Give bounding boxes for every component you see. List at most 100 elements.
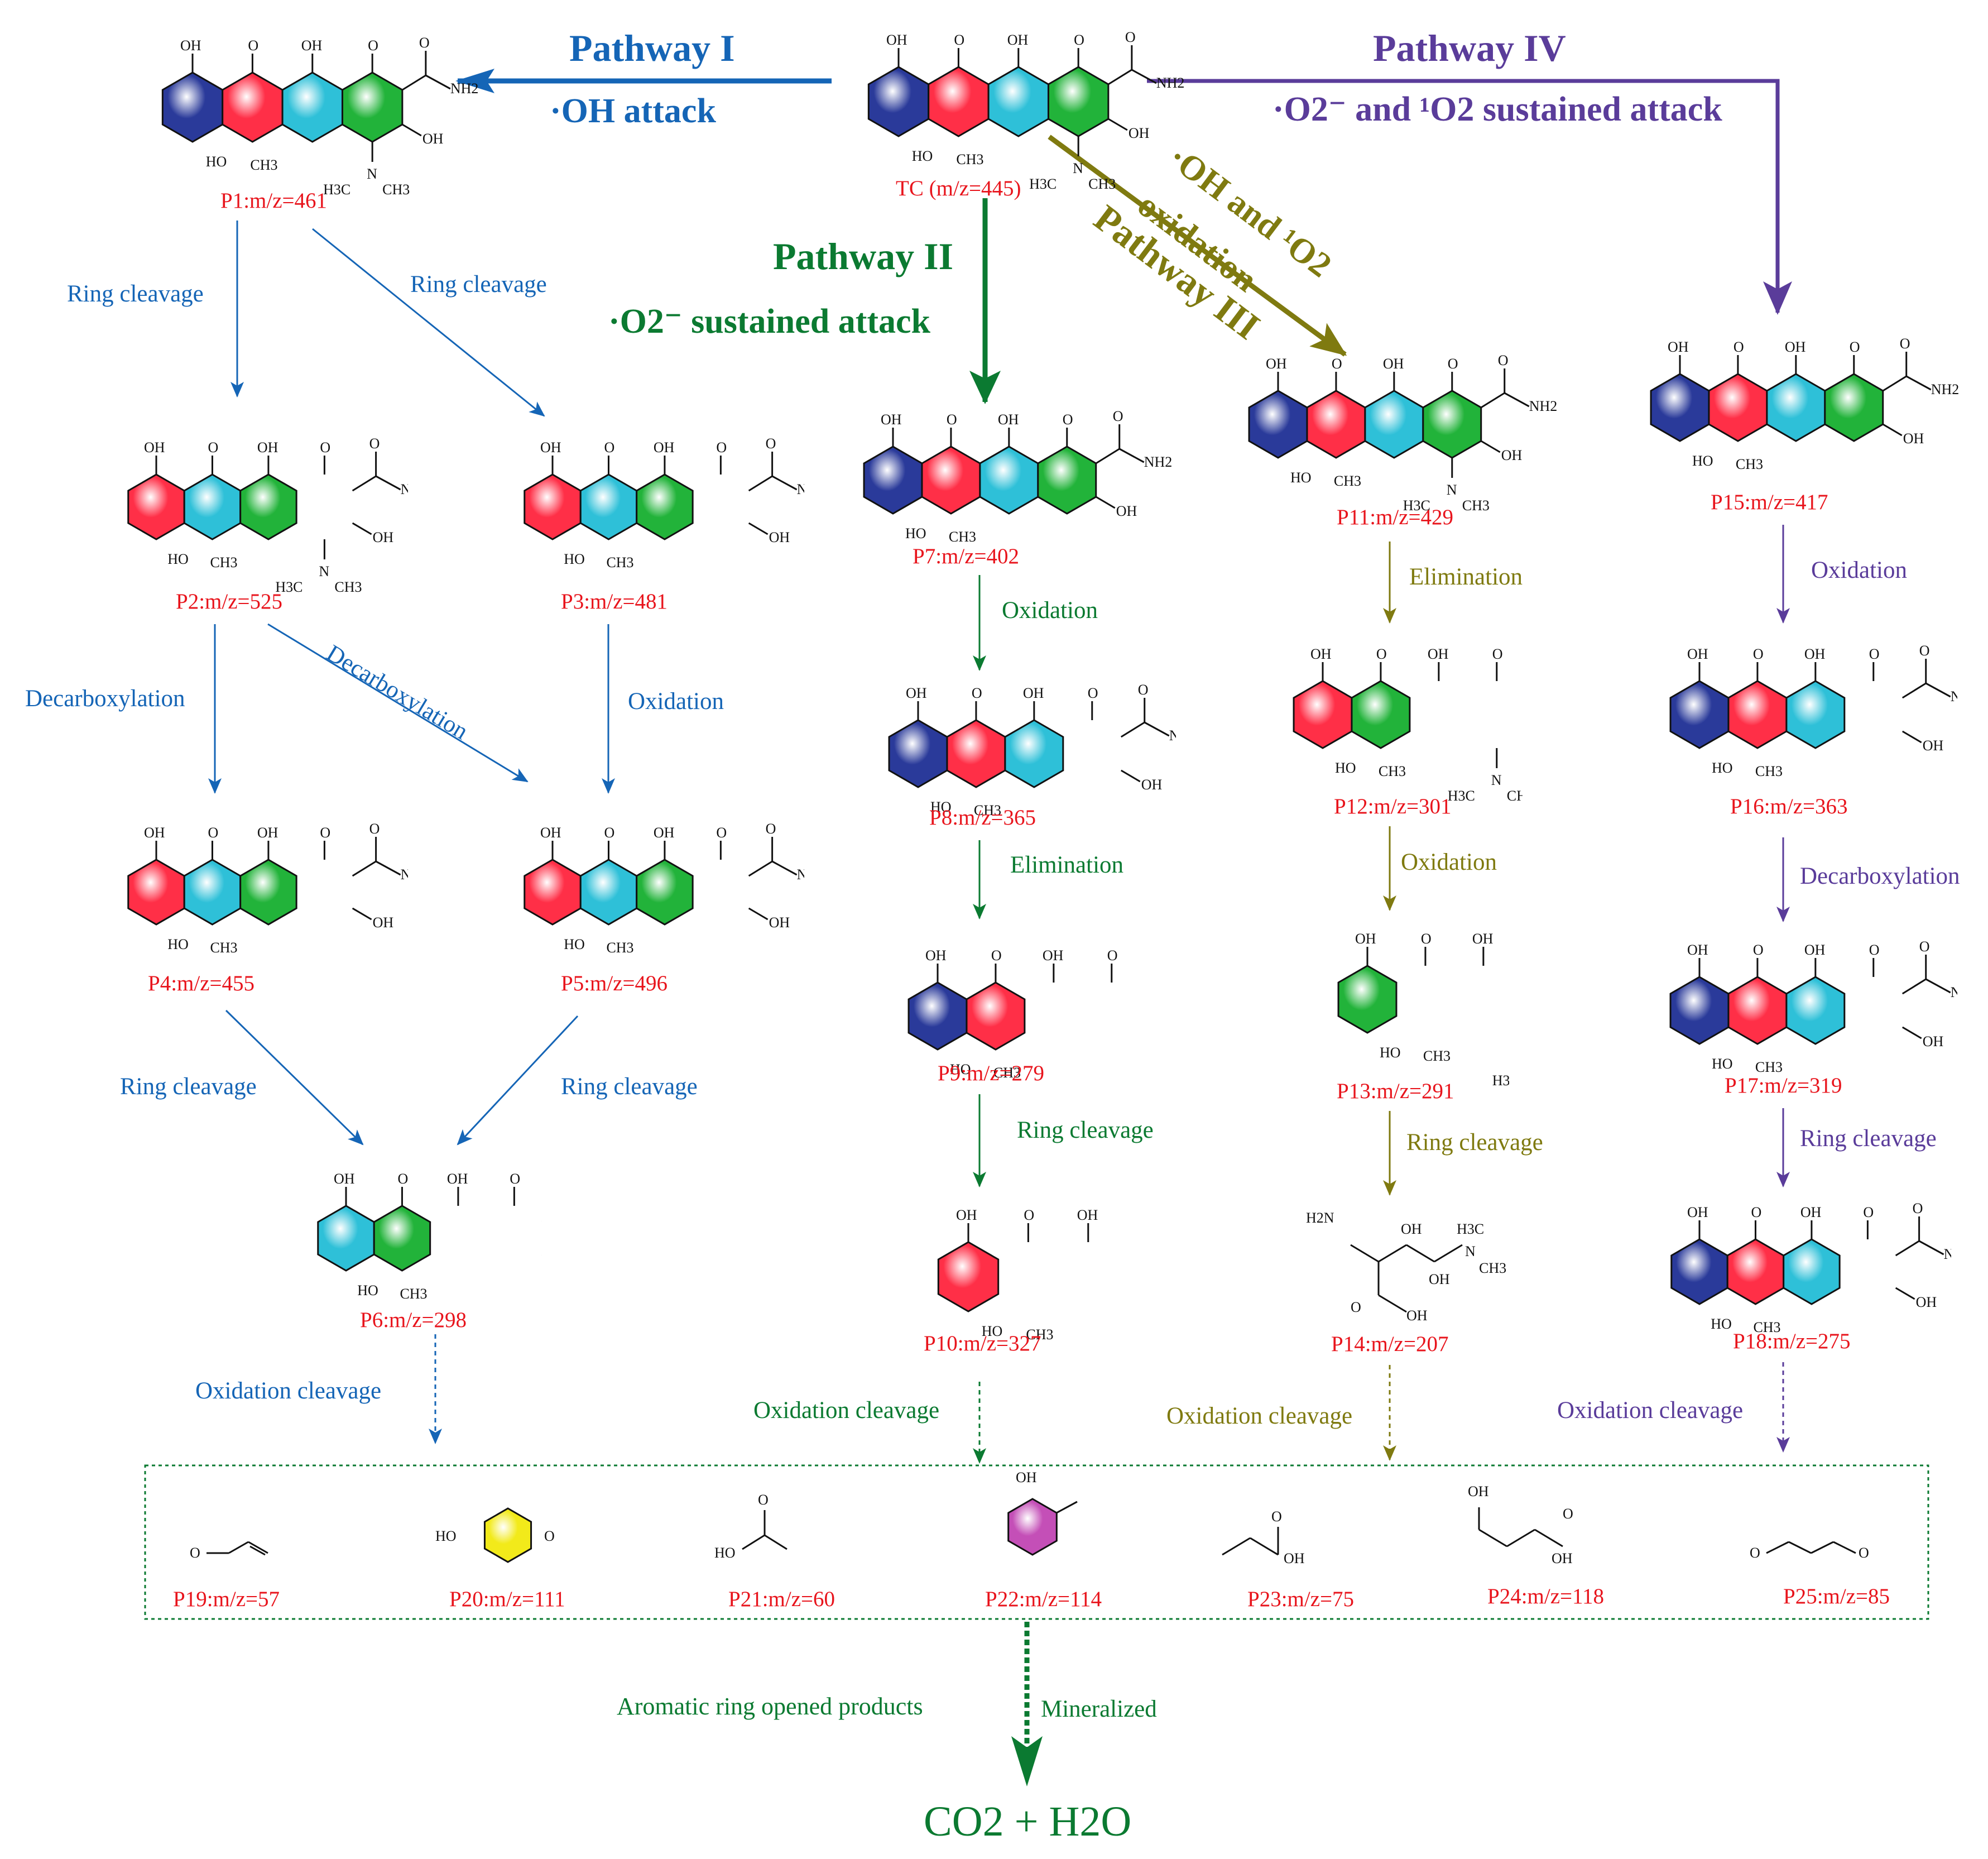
ho-label: HO: [1335, 760, 1356, 776]
amide-bond: [1119, 448, 1145, 463]
amide-nh2-label: NH2: [1931, 381, 1960, 397]
amide-bond: [352, 860, 377, 877]
oh-label: OH: [1472, 931, 1494, 947]
ring-ring_d: [1037, 445, 1097, 515]
oh-label: OH: [301, 37, 323, 54]
oh-label: OH: [906, 685, 927, 701]
label-p6: P6:m/z=298: [360, 1308, 467, 1332]
ho-label: HO: [564, 936, 585, 952]
ring-ring_d: [341, 71, 404, 143]
amide-bond: [1882, 375, 1907, 392]
carbonyl-o-label: O: [1107, 947, 1118, 964]
oh-label: OH: [1804, 646, 1826, 662]
amide-bond: [1480, 392, 1505, 409]
ch3-label: CH3: [1755, 763, 1783, 779]
carbonyl-o-label: O: [1024, 1207, 1034, 1223]
amide-bond: [1108, 69, 1132, 85]
label-tc: TC (m/z=445): [896, 176, 1021, 200]
oh-bond: [402, 123, 422, 137]
carbonyl-o-label: O: [248, 37, 258, 54]
label-p15: P15:m/z=417: [1711, 490, 1828, 514]
label-p16: P16:m/z=363: [1730, 794, 1848, 818]
amide-bond: [771, 475, 798, 491]
carbonyl-o-label: O: [208, 825, 218, 841]
n-label: N: [1447, 482, 1457, 498]
amide-nh2-label: NH2: [1529, 398, 1558, 414]
amide-bond: [1895, 1240, 1920, 1257]
h3c-label: H3C: [1448, 788, 1475, 804]
ring-ring_b: [127, 473, 185, 540]
oh-label: OH: [447, 1171, 468, 1187]
molecule-p21: HOO: [714, 1492, 787, 1561]
o-label: O: [1563, 1506, 1573, 1522]
ring-ring_d: [1824, 373, 1884, 442]
oh-label: OH: [1687, 1204, 1708, 1220]
ho-label: HO: [357, 1282, 378, 1299]
ch3-label: CH3: [1479, 1260, 1506, 1276]
ch3-label: CH3: [993, 1065, 1021, 1081]
amide-nh2-label: NH2: [797, 866, 805, 883]
ring-opened-label: Aromatic ring opened products: [617, 1693, 923, 1720]
carbonyl-o-label: O: [1088, 685, 1098, 701]
carbonyl-o-label: O: [1869, 646, 1880, 662]
ring-ring_c: [1783, 1238, 1841, 1305]
n-label: N: [1465, 1243, 1476, 1259]
oh-bond: [1108, 118, 1128, 131]
amide-bond: [1918, 1240, 1944, 1256]
carbonyl-o-label: O: [1863, 1204, 1874, 1220]
ho-label: HO: [167, 936, 189, 952]
oh-bond: [1882, 423, 1903, 437]
label-p10: P10:m/z=327: [924, 1331, 1041, 1355]
ring-ring_d: [1422, 390, 1482, 459]
ring-ring_b: [946, 719, 1006, 788]
label-p7: P7:m/z=402: [913, 544, 1020, 568]
ring-ring_c: [183, 473, 242, 540]
amide-o-label: O: [766, 821, 776, 837]
o-label: O: [1351, 1299, 1361, 1315]
amide-bond: [1144, 721, 1170, 737]
oh-label: OH: [925, 947, 947, 964]
arrow-p4-p6: [225, 1009, 364, 1146]
ring-ring_c: [579, 473, 638, 540]
label-p24: P24:m/z=118: [1487, 1584, 1605, 1608]
bond: [764, 1534, 787, 1550]
amide-bond: [1131, 69, 1157, 84]
carbonyl-o-label: O: [716, 825, 727, 841]
ch3-label: CH3: [949, 529, 976, 545]
bond: [1478, 1529, 1507, 1547]
ring-ring_c: [317, 1205, 375, 1272]
amide-o-label: O: [369, 435, 380, 452]
label-p13: P13:m/z=291: [1337, 1079, 1454, 1103]
ho-label: HO: [1712, 760, 1733, 776]
oh-label: OH: [881, 411, 902, 428]
oh-label: OH: [144, 439, 165, 456]
bond: [1056, 1501, 1078, 1514]
amide-o-label: O: [1113, 408, 1123, 424]
amide-nh2-label: NH2: [450, 80, 479, 97]
ring-ring_a: [1669, 680, 1730, 749]
oh-label: OH: [1468, 1483, 1489, 1499]
ring-ring_b: [937, 1241, 1000, 1312]
oh-label: OH: [334, 1171, 355, 1187]
amide-bond: [375, 475, 401, 491]
oh-label: OH: [1266, 356, 1287, 372]
amide-bond: [1095, 448, 1120, 464]
ring-ring_a: [907, 981, 968, 1051]
bond: [1378, 1294, 1407, 1313]
ring-ring_b: [1293, 680, 1353, 749]
carbonyl-o-label: O: [947, 411, 957, 428]
step-p6-box: Oxidation cleavage: [195, 1378, 382, 1404]
ch3-label: CH3: [1462, 497, 1490, 514]
ring-ring_d: [1351, 680, 1411, 749]
oh-label: OH: [1016, 1469, 1037, 1486]
ch3-label: CH3: [974, 802, 1001, 818]
ring-ring_c: [183, 859, 242, 926]
carbonyl-o-label: O: [1734, 339, 1744, 355]
ring-ring_a: [1248, 390, 1308, 459]
oh-label: OH: [422, 131, 444, 147]
